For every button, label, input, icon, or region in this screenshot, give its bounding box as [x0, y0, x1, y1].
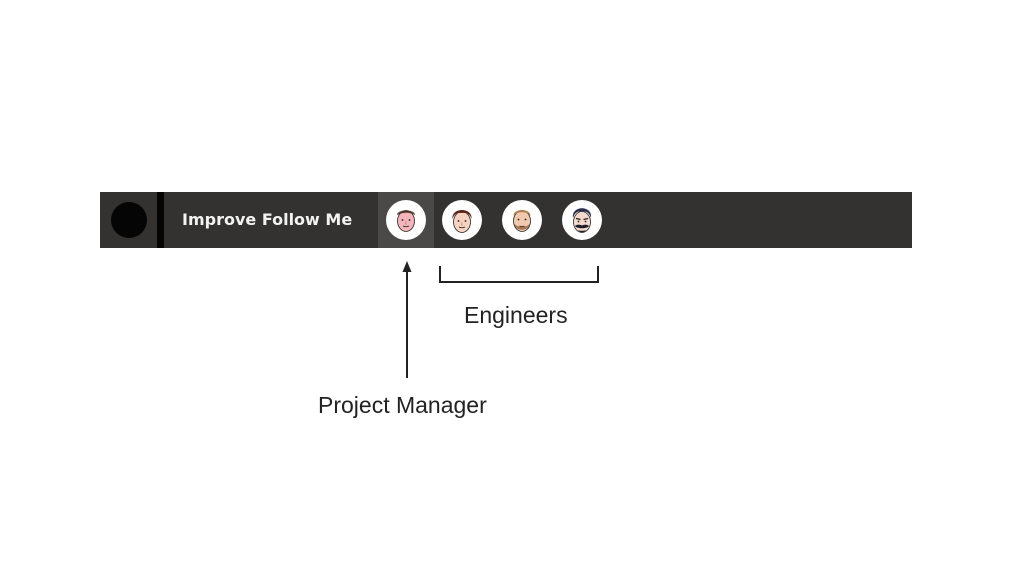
avatar-slot-project-manager[interactable]: [378, 192, 434, 248]
engineer-avatar-icon: [442, 200, 482, 240]
avatar-slot-engineer-1[interactable]: [434, 192, 490, 248]
status-indicator[interactable]: [111, 202, 147, 238]
project-toolbar: Improve Follow Me: [100, 192, 912, 248]
engineers-bracket: [439, 266, 599, 283]
toolbar-divider: [157, 192, 164, 248]
engineer-avatar-icon: [502, 200, 542, 240]
project-manager-arrow: [402, 261, 412, 378]
avatar-slot-engineer-3[interactable]: [554, 192, 610, 248]
project-title[interactable]: Improve Follow Me: [182, 210, 353, 229]
engineer-avatar-icon: [562, 200, 602, 240]
avatar-slot-engineer-2[interactable]: [494, 192, 550, 248]
project-manager-avatar-icon: [386, 200, 426, 240]
project-manager-label: Project Manager: [318, 392, 487, 418]
engineers-label: Engineers: [464, 302, 568, 328]
